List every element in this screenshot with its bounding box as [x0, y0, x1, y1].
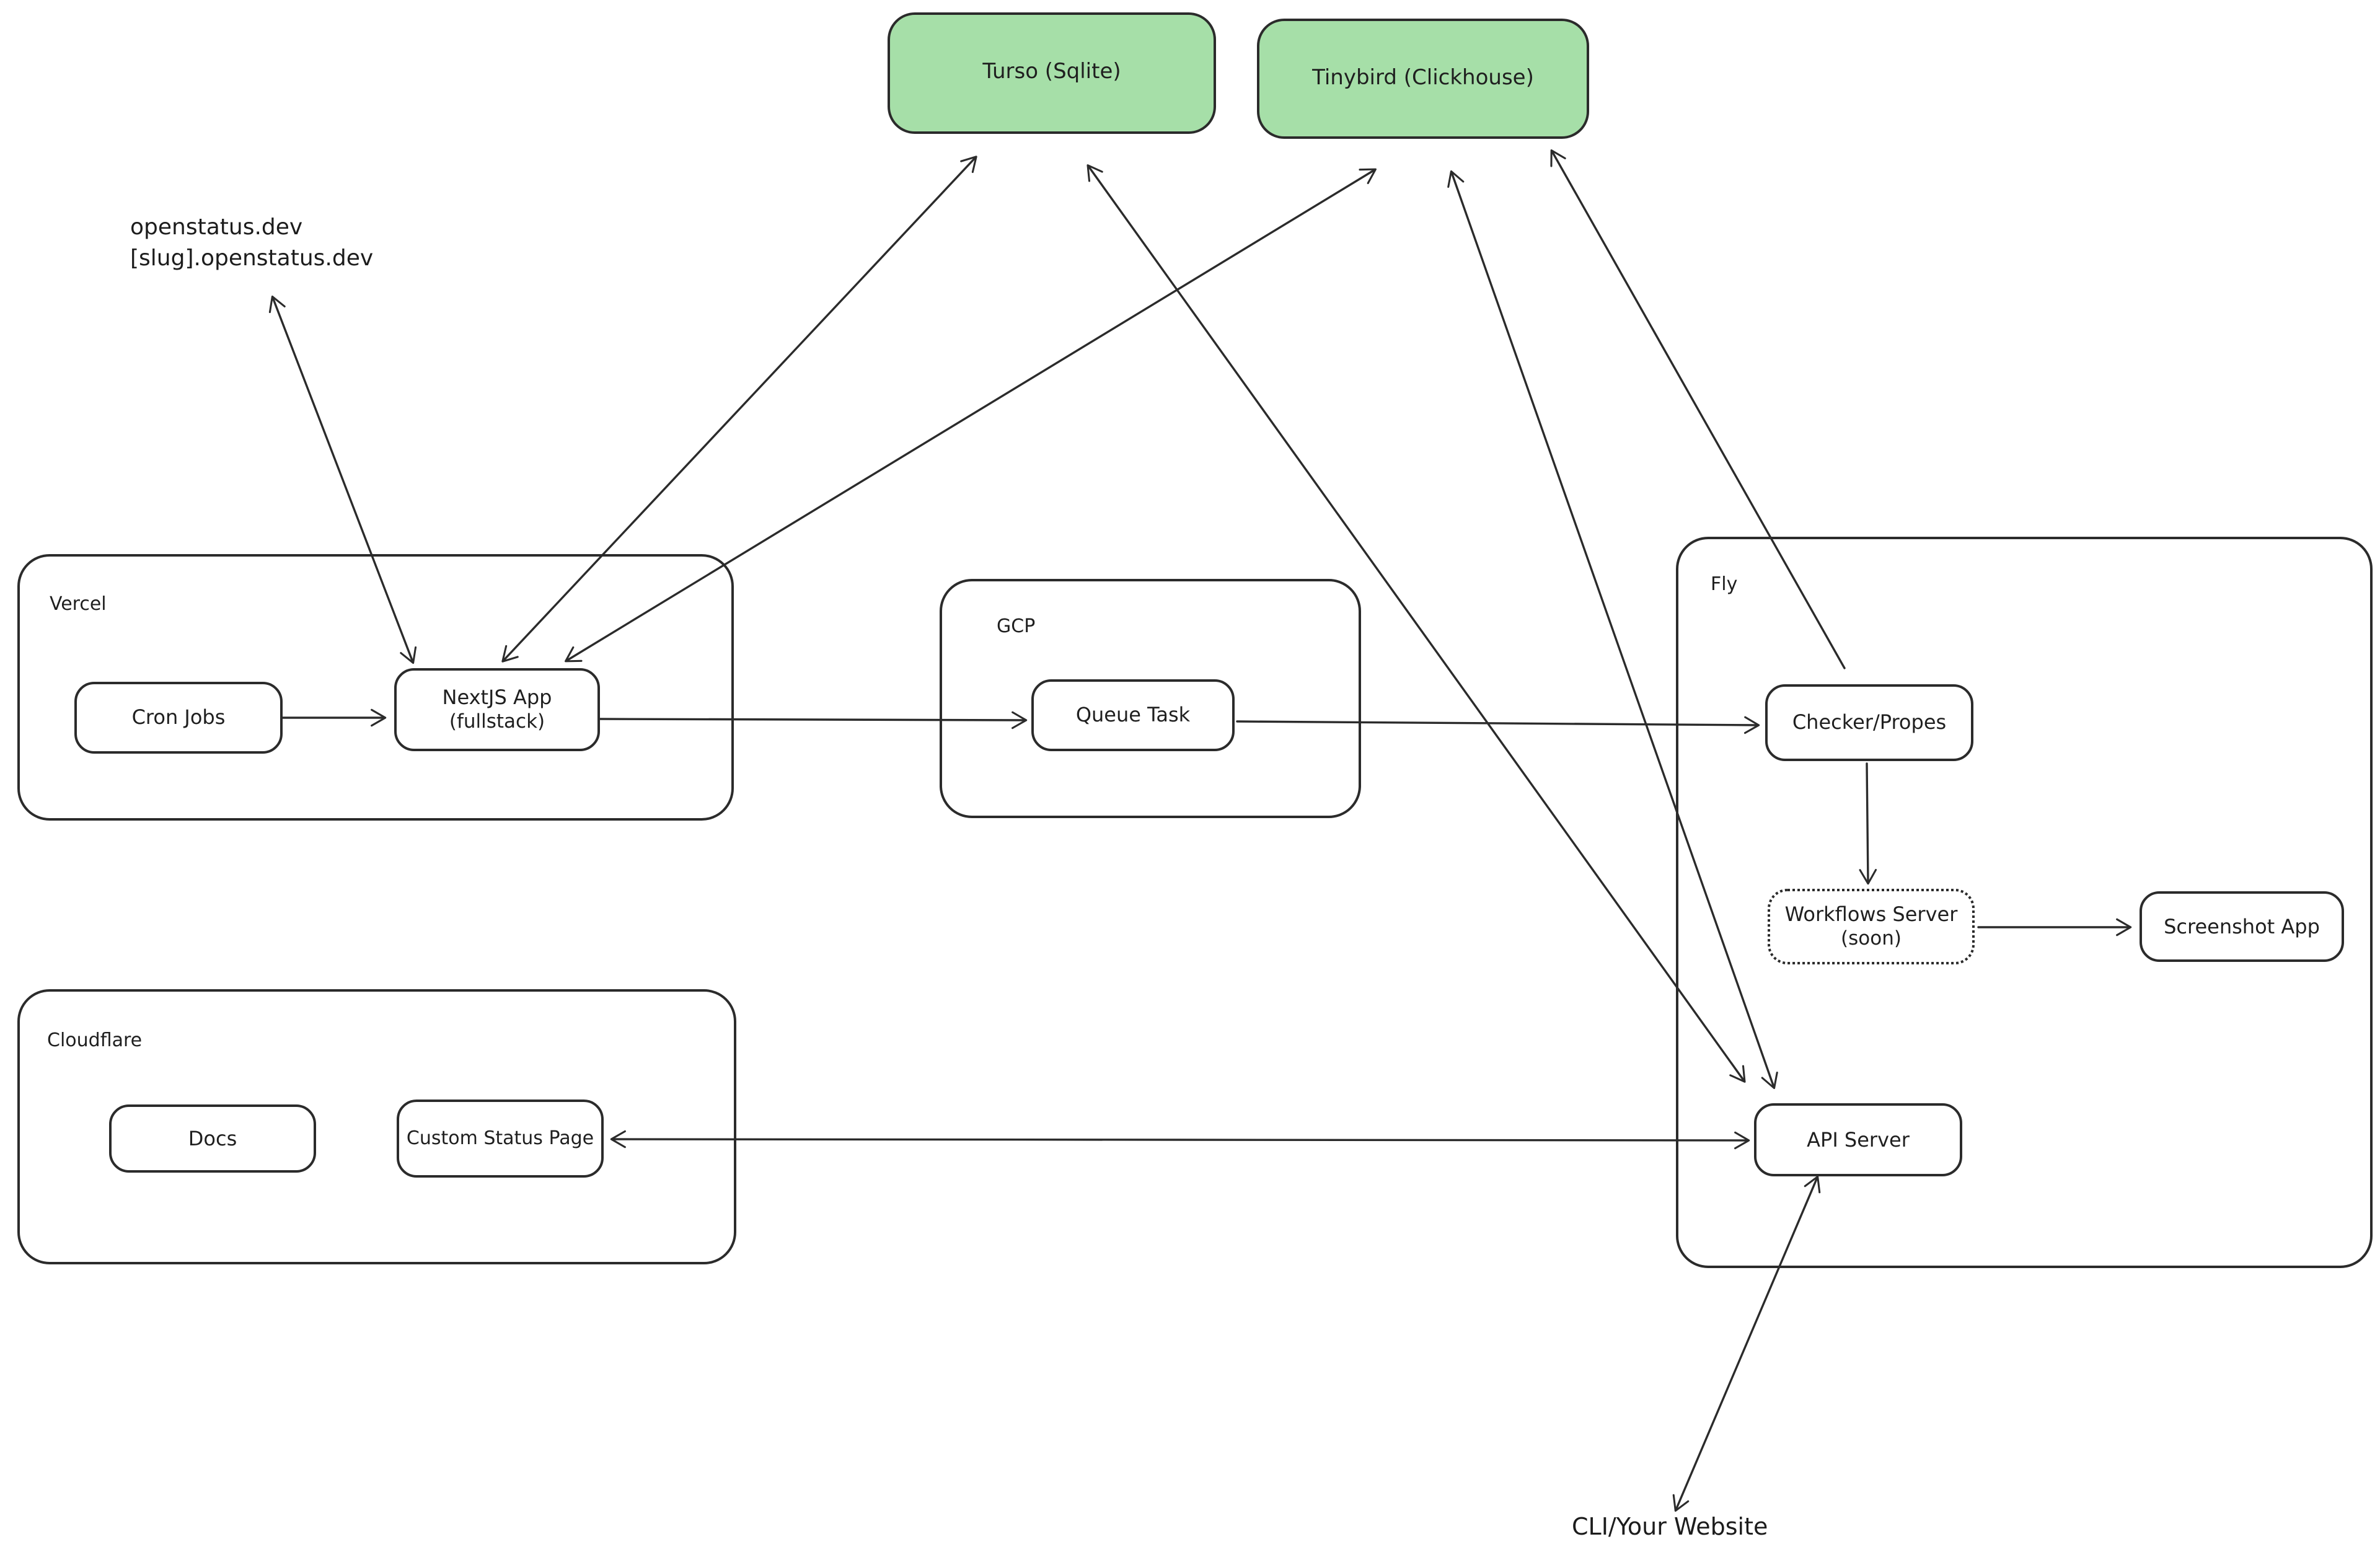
arrow-api-to-tinybird [1447, 170, 1778, 1090]
fly-label: Fly [1711, 573, 1738, 595]
cli-your-website-label: CLI/Your Website [1572, 1514, 1768, 1541]
nextjs-app-sublabel: (fullstack) [449, 710, 545, 733]
tinybird-label: Tinybird (Clickhouse) [1312, 65, 1534, 90]
arrow-nextjs-to-queue [599, 711, 1028, 729]
arrow-nextjs-to-openstatus [268, 295, 417, 664]
custom-status-page-node: Custom Status Page [397, 1100, 604, 1178]
openstatus-domain-line1: openstatus.dev [130, 214, 303, 240]
screenshot-app-node: Screenshot App [2140, 891, 2344, 962]
arrow-checker-to-workflows [1859, 762, 1877, 885]
checker-node: Checker/Propes [1765, 684, 1973, 761]
workflows-server-label: Workflows Server [1784, 902, 1958, 926]
arrow-api-to-custom-status [610, 1130, 1750, 1150]
vercel-container [17, 554, 734, 821]
gcp-label: GCP [997, 615, 1036, 637]
cron-jobs-label: Cron Jobs [131, 705, 226, 729]
nextjs-app-label: NextJS App [442, 685, 552, 709]
api-server-label: API Server [1807, 1127, 1910, 1151]
checker-label: Checker/Propes [1792, 710, 1947, 734]
fly-container [1676, 537, 2373, 1268]
nextjs-app-node: NextJS App (fullstack) [394, 668, 600, 751]
cloudflare-label: Cloudflare [47, 1029, 143, 1051]
gcp-container [940, 579, 1361, 818]
api-server-node: API Server [1754, 1103, 1962, 1176]
docs-label: Docs [188, 1126, 237, 1150]
queue-task-node: Queue Task [1031, 679, 1235, 751]
vercel-label: Vercel [50, 593, 107, 615]
workflows-server-sublabel: (soon) [1841, 927, 1902, 950]
cli-your-website-text: CLI/Your Website [1572, 1511, 1768, 1543]
docs-node: Docs [109, 1104, 316, 1173]
openstatus-domains-text: openstatus.dev [slug].openstatus.dev [130, 213, 373, 275]
screenshot-app-label: Screenshot App [2164, 914, 2320, 938]
tinybird-node: Tinybird (Clickhouse) [1257, 19, 1589, 139]
openstatus-domain-line2: [slug].openstatus.dev [130, 245, 374, 271]
turso-label: Turso (Sqlite) [982, 60, 1121, 85]
cloudflare-container [17, 989, 736, 1264]
turso-node: Turso (Sqlite) [888, 12, 1216, 134]
cron-jobs-node: Cron Jobs [74, 682, 283, 754]
queue-task-label: Queue Task [1075, 703, 1191, 726]
arrow-api-to-cli [1672, 1175, 1821, 1512]
workflows-server-node: Workflows Server (soon) [1768, 889, 1975, 964]
custom-status-page-label: Custom Status Page [406, 1127, 594, 1150]
